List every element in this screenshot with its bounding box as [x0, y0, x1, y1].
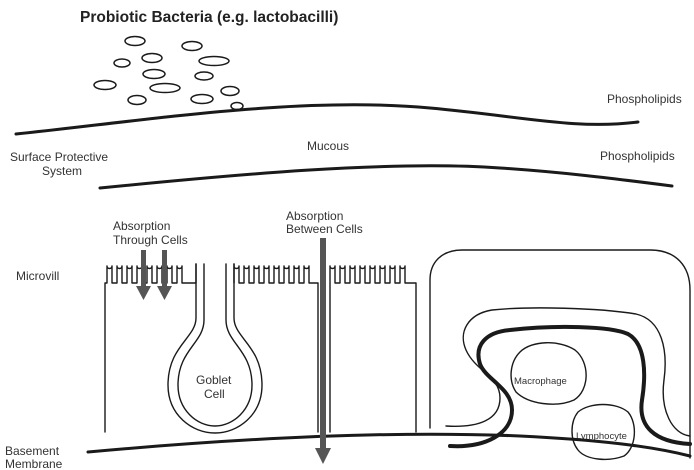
goblet-cell-outer — [168, 264, 262, 433]
villus-fold: Macrophage Lymphocyte — [430, 250, 690, 459]
bacterium — [199, 57, 229, 66]
epithelial-cell-left — [105, 264, 318, 432]
goblet-cell: Goblet Cell — [168, 264, 262, 433]
epithelial-cells — [105, 264, 416, 432]
bacterium — [114, 59, 130, 67]
phospholipids-bottom-label: Phospholipids — [600, 149, 675, 163]
bacterium — [143, 70, 165, 79]
goblet-cell-inner — [178, 264, 252, 426]
macrophage-label: Macrophage — [514, 376, 567, 387]
bacteria-cluster — [94, 37, 243, 110]
basement-membrane-label: Basement — [5, 444, 60, 458]
villus-lamina-propria-line — [450, 327, 690, 446]
phospholipids-top-label: Phospholipids — [607, 92, 682, 106]
bacterium — [150, 84, 180, 93]
bacterium — [195, 72, 213, 80]
absorption-between-cells-label-line2: Between Cells — [286, 222, 363, 236]
bacterium — [142, 54, 162, 63]
goblet-cell-label: Goblet — [196, 373, 232, 387]
bacterium — [125, 37, 145, 46]
phospholipid-top-line — [16, 105, 638, 134]
bacterium — [221, 87, 239, 96]
bacterium — [128, 96, 146, 105]
absorption-through-cells-label: Absorption — [113, 219, 170, 233]
bacterium — [94, 81, 116, 90]
microvill-label: Microvill — [16, 269, 59, 283]
macrophage-cell — [511, 343, 586, 404]
diagram-title: Probiotic Bacteria (e.g. lactobacilli) — [80, 9, 338, 26]
absorption-through-cells-label-line2: Through Cells — [113, 233, 188, 247]
arrow-through-cells-2 — [157, 250, 172, 300]
villus-outer-wall — [430, 250, 690, 458]
absorption-between-cells-label: Absorption — [286, 209, 343, 223]
bacterium — [191, 95, 213, 104]
goblet-cell-label-line2: Cell — [204, 387, 225, 401]
basement-membrane-label-line2: Membrane — [5, 457, 63, 470]
bacterium — [182, 42, 202, 51]
epithelial-cell-right — [330, 266, 416, 432]
surface-protective-label: Surface Protective — [10, 150, 108, 164]
phospholipid-bottom-line — [100, 166, 672, 188]
surface-protective-label-line2: System — [42, 164, 82, 178]
arrow-through-cells-1 — [136, 250, 151, 300]
mucous-label: Mucous — [307, 139, 349, 153]
